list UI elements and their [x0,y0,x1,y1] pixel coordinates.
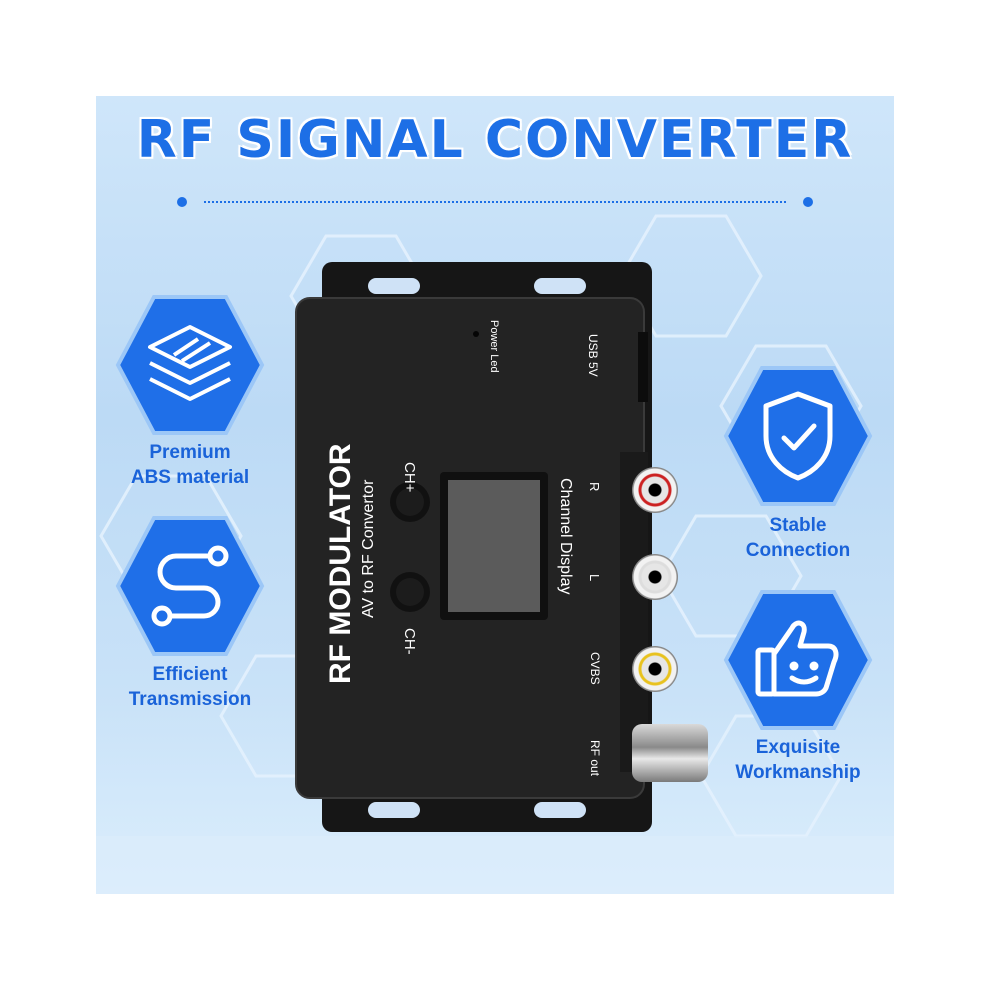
ch-minus-label: CH- [401,628,418,655]
usb-label: USB 5V [586,334,600,377]
rf-modulator-device: RF MODULATOR AV to RF Convertor CH+ CH- … [290,262,708,832]
device-subtitle: AV to RF Convertor [360,479,377,618]
device-name: RF MODULATOR [324,443,357,684]
layers-icon [115,295,265,435]
thumbs-up-icon [723,590,873,730]
port-cvbs-label: CVBS [588,652,602,685]
rca-jack-cvbs[interactable] [632,646,678,692]
channel-display-label: Channel Display [557,478,574,595]
path-icon [115,516,265,656]
ch-plus-label: CH+ [401,462,418,493]
shield-check-icon [723,366,873,506]
rf-out-connector[interactable] [632,724,708,782]
power-led-label: Power Led [488,320,500,373]
port-rf-out-label: RF out [588,740,602,777]
port-l-label: L [587,574,602,582]
page-title: RF SIGNAL CONVERTER [136,110,854,170]
port-r-label: R [587,482,602,492]
background-hexagons [96,214,894,894]
device-body [295,262,652,832]
title-divider [177,197,813,207]
rca-jack-l[interactable] [632,554,678,600]
rca-jack-r[interactable] [632,467,678,513]
